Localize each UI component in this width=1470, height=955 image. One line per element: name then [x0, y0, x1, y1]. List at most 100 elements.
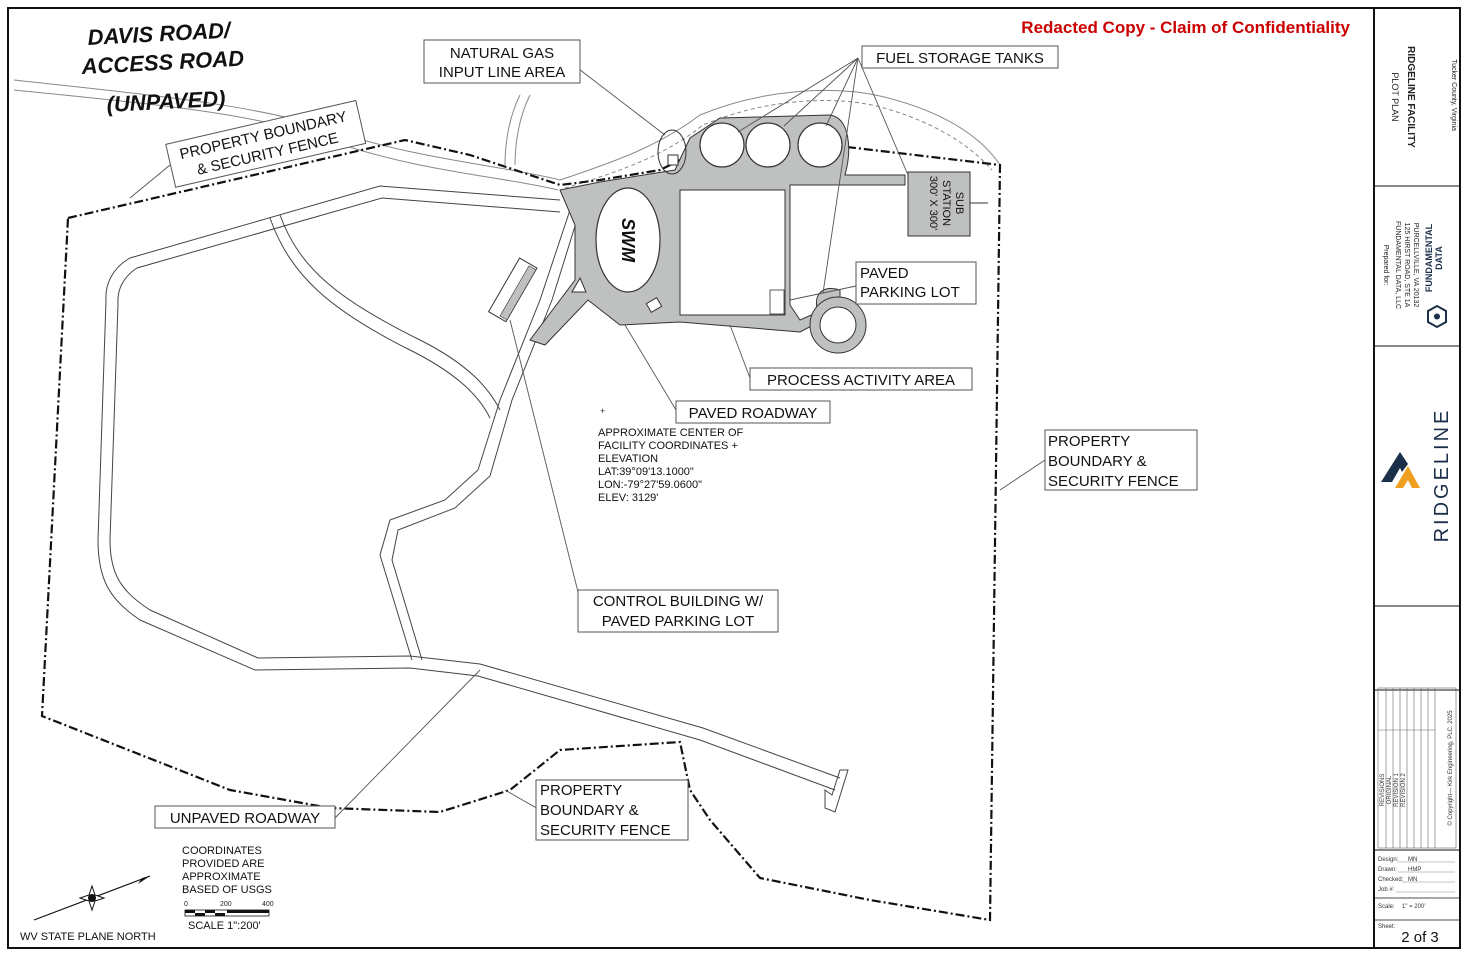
paved-roadway-box: [675, 400, 831, 424]
property-boundary-e-box: [1044, 429, 1198, 491]
coords-note-4: BASED OF USGS: [182, 884, 272, 896]
scale-label-tb: Scale:: [1378, 904, 1395, 910]
sheet-number: 2 of 3: [1401, 929, 1439, 946]
revisions-header: REVISIONS: [1380, 774, 1386, 807]
control-building-box: [577, 589, 779, 633]
swm-label: SWM: [618, 218, 638, 263]
control-building: [487, 257, 538, 323]
title-location: Tucker County, Virginia: [1450, 59, 1457, 131]
company-address-2: PURCELLVILLE, VA 20132: [1412, 223, 1419, 308]
unpaved-roadway-network: [97, 185, 841, 791]
process-activity-box: [749, 367, 973, 391]
property-boundary-s-box: [535, 779, 689, 841]
company-name: FUNDAMENTAL DATA, LLC: [1394, 221, 1401, 309]
scale-text: SCALE 1":200': [188, 920, 261, 932]
natural-gas-box: [423, 39, 581, 84]
fd-logo-line1: FUNDAMENTAL: [1424, 223, 1434, 292]
coords-note-3: APPROXIMATE: [182, 871, 261, 883]
redacted-notice: Redacted Copy - Claim of Confidentiality: [1021, 18, 1350, 37]
property-boundary-nw-box: PROPERTY BOUNDARY & SECURITY FENCE: [165, 99, 367, 188]
davis-road-label-2: ACCESS ROAD: [80, 46, 245, 80]
sheet-label: Sheet:: [1378, 924, 1396, 930]
paved-parking-label-1: PAVED: [860, 265, 909, 282]
south-stub-road: [824, 769, 849, 813]
property-boundary-e-label-1: PROPERTY: [1048, 433, 1130, 450]
control-building-label-1: CONTROL BUILDING W/: [593, 593, 764, 610]
property-boundary-s-label-1: PROPERTY: [540, 782, 622, 799]
gas-structure: [667, 154, 679, 166]
revision-1: REVISION 1: [1394, 773, 1400, 807]
gas-input-circle: [657, 129, 687, 175]
title-facility: RIDGELINE FACILITY: [1405, 46, 1416, 148]
company-address-1: 125 HIRST ROAD, STE 1A: [1403, 223, 1410, 308]
paved-roadway-label: PAVED ROADWAY: [689, 405, 818, 422]
paved-parking-label-2: PARKING LOT: [860, 284, 960, 301]
fuel-tank-1: [699, 122, 745, 168]
ridgeline-logo: RIDGELINE: [1381, 408, 1453, 543]
paved-parking-box: [855, 261, 977, 305]
process-inner-block: [679, 189, 786, 316]
revision-2: REVISION 2: [1401, 773, 1407, 807]
drawn-label: Drawn:: [1378, 867, 1397, 873]
revision-original: ORIGINAL: [1387, 775, 1393, 804]
fundamental-data-logo: FUNDAMENTAL DATA: [1424, 223, 1447, 329]
checked-label: Checked:: [1378, 877, 1404, 883]
property-boundary-s-label-2: BOUNDARY &: [540, 802, 639, 819]
prepared-for: Prepared for:: [1382, 245, 1389, 286]
swm-shed: [645, 296, 663, 314]
scale-tick-400: 400: [262, 901, 274, 908]
fd-logo-line2: DATA: [1434, 246, 1444, 270]
sheet-border: [7, 7, 1461, 949]
design-label: Design:: [1378, 857, 1399, 863]
center-label-3: ELEVATION: [598, 453, 658, 465]
unpaved-roadway-label: UNPAVED ROADWAY: [170, 810, 320, 827]
swm-triangle: [571, 276, 587, 293]
design-value: MN: [1408, 857, 1417, 863]
center-label-2: FACILITY COORDINATES +: [598, 440, 738, 452]
natural-gas-label-1: NATURAL GAS: [450, 45, 554, 62]
property-boundary-e-label-3: SECURITY FENCE: [1048, 473, 1179, 490]
control-building-label-2: PAVED PARKING LOT: [602, 613, 755, 630]
checked-value: MN: [1408, 877, 1417, 883]
natural-gas-label-2: INPUT LINE AREA: [439, 64, 565, 81]
coords-note-2: PROVIDED ARE: [182, 858, 265, 870]
scale-tick-0: 0: [184, 901, 188, 908]
revisions-table: [1377, 687, 1457, 849]
property-boundary-s-label-3: SECURITY FENCE: [540, 822, 671, 839]
fuel-tank-2: [745, 122, 791, 168]
title-block: Tucker County, Virginia PLOT PLAN RIDGEL…: [1374, 46, 1460, 946]
property-boundary-e-label-2: BOUNDARY &: [1048, 453, 1147, 470]
scale-value-tb: 1" = 200': [1402, 904, 1425, 910]
center-label-1: APPROXIMATE CENTER OF: [598, 427, 744, 439]
swm-pond: [595, 187, 661, 293]
job-label: Job #:: [1378, 887, 1395, 893]
fuel-storage-label: FUEL STORAGE TANKS: [876, 50, 1044, 67]
davis-road-label-1: DAVIS ROAD/: [87, 17, 234, 50]
elevation: ELEV: 3129': [598, 492, 658, 504]
fuel-storage-box: [861, 45, 1059, 69]
copyright: © Copyright— Kirk Engineering, PLC. 2025: [1447, 710, 1454, 826]
unpaved-roadway-box: [154, 805, 336, 829]
sub-station-label-2: STATION: [940, 180, 952, 226]
latitude: LAT:39°09'13.1000": [598, 466, 694, 478]
scale-bar: 0 200 400 SCALE 1":200': [184, 901, 274, 932]
north-arrow-icon: [33, 875, 151, 921]
coords-note-1: COORDINATES: [182, 845, 262, 857]
parking-block: [769, 289, 785, 315]
sub-station-label-3: 300' X 300': [927, 176, 939, 230]
longitude: LON:-79°27'59.0600": [598, 479, 702, 491]
drawn-value: HMP: [1408, 867, 1421, 873]
process-activity-area: [529, 114, 906, 354]
leader-lines: [129, 57, 1046, 819]
process-activity-label: PROCESS ACTIVITY AREA: [767, 372, 955, 389]
sub-station-label-1: SUB: [953, 192, 965, 215]
sub-station: [907, 171, 971, 237]
property-boundary-fence: [40, 138, 1002, 922]
ridgeline-wordmark: RIDGELINE: [1431, 408, 1453, 543]
scale-tick-200: 200: [220, 901, 232, 908]
unpaved-label: (UNPAVED): [106, 86, 226, 117]
fuel-tank-3: [797, 122, 843, 168]
north-label: WV STATE PLANE NORTH: [20, 931, 156, 943]
facility-center-marker: +: [600, 406, 605, 416]
